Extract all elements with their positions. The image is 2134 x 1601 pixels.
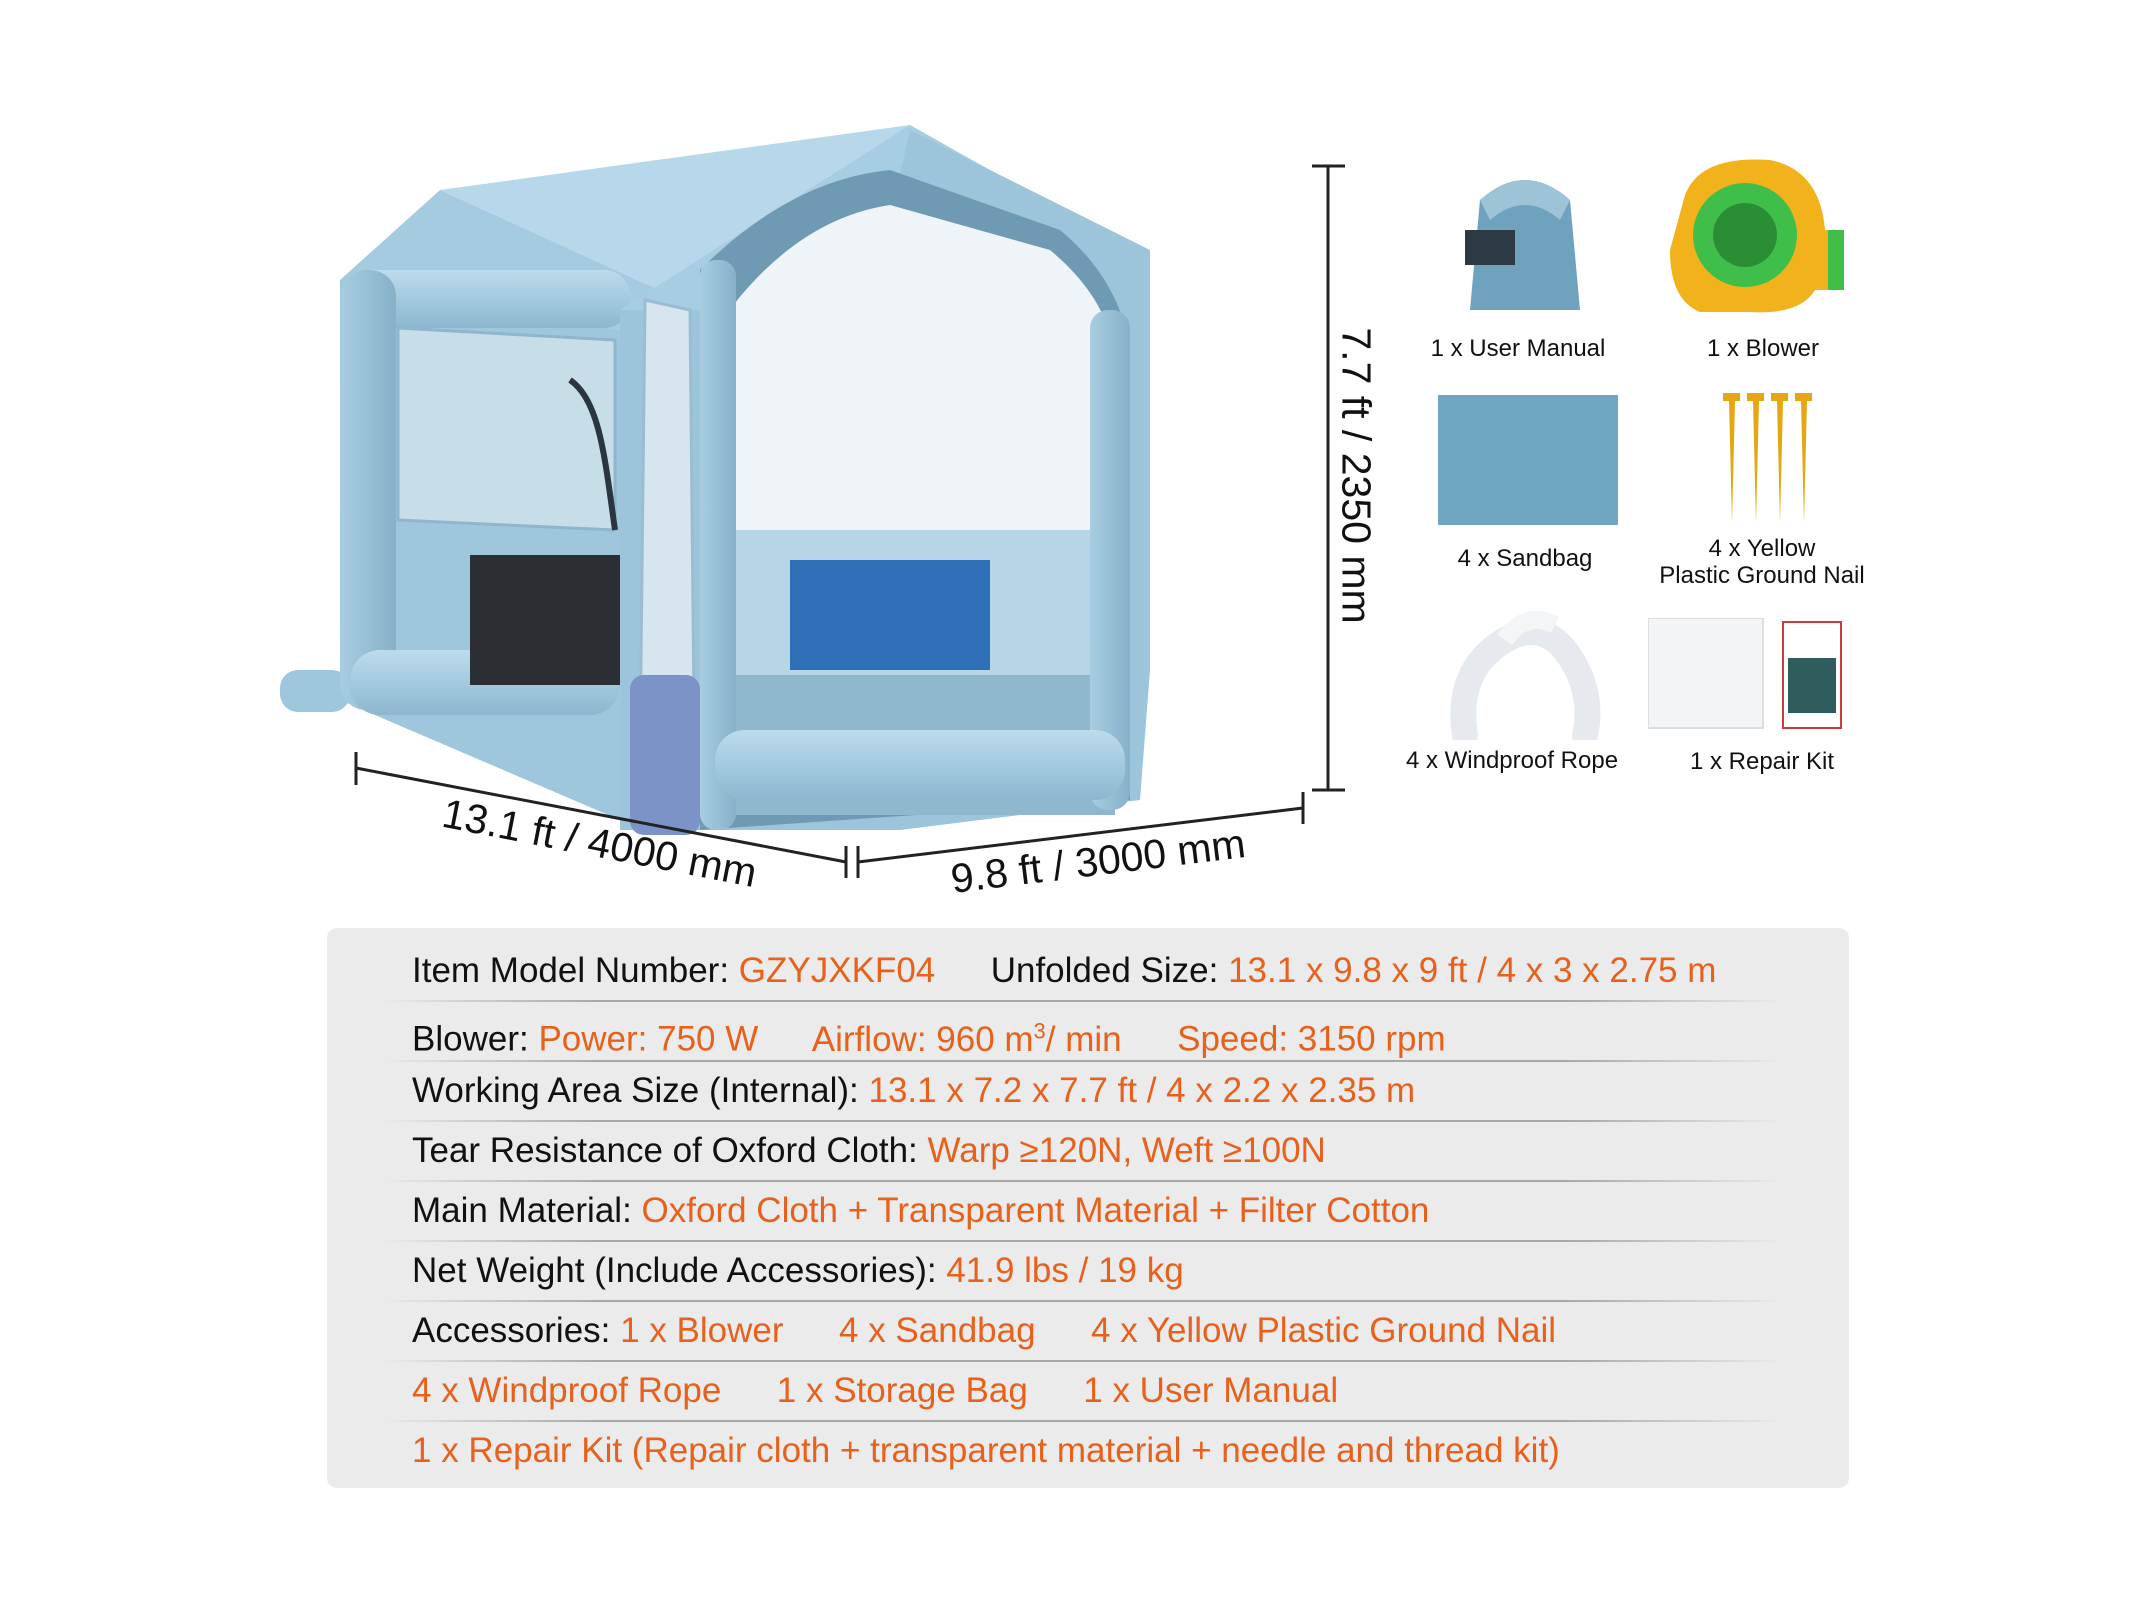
ground-nail-icon — [1723, 393, 1812, 523]
accessory-2: 4 x Sandbag — [839, 1311, 1036, 1350]
blower-key: Blower: — [412, 1019, 529, 1059]
storage-bag-icon — [1465, 180, 1580, 310]
material-key: Main Material: — [412, 1191, 632, 1230]
spec-panel: Item Model Number: GZYJXKF04 Unfolded Si… — [327, 928, 1849, 1488]
weight-value: 41.9 lbs / 19 kg — [946, 1251, 1184, 1290]
blower-speed: Speed: 3150 rpm — [1177, 1019, 1446, 1059]
working-area-value: 13.1 x 7.2 x 7.7 ft / 4 x 2.2 x 2.35 m — [868, 1071, 1416, 1110]
spec-row-weight: Net Weight (Include Accessories): 41.9 l… — [412, 1241, 1792, 1301]
accessory-4: 4 x Windproof Rope — [412, 1371, 722, 1410]
spec-row-model: Item Model Number: GZYJXKF04 Unfolded Si… — [412, 941, 1792, 1001]
air-hose — [280, 670, 350, 712]
side-window — [396, 326, 617, 532]
spec-row-accessories-2: 4 x Windproof Rope 1 x Storage Bag 1 x U… — [412, 1361, 1792, 1421]
accessory-1: 1 x Blower — [620, 1311, 784, 1350]
ground-nail-label-line1: 4 x Yellow — [1708, 535, 1816, 562]
accessory-3: 4 x Yellow Plastic Ground Nail — [1091, 1311, 1557, 1350]
accessory-label-repair-kit: 1 x Repair Kit — [1689, 748, 1835, 775]
spec-row-working-area: Working Area Size (Internal): 13.1 x 7.2… — [412, 1061, 1792, 1121]
tear-key: Tear Resistance of Oxford Cloth: — [412, 1131, 918, 1170]
sandbag — [630, 675, 700, 835]
unfolded-key: Unfolded Size: — [990, 951, 1219, 990]
repair-kit-icon — [1648, 618, 1842, 729]
spec-row-accessories: Accessories: 1 x Blower 4 x Sandbag 4 x … — [412, 1301, 1792, 1361]
blower-power: Power: 750 W — [538, 1019, 759, 1059]
material-value: Oxford Cloth + Transparent Material + Fi… — [641, 1191, 1430, 1230]
model-key: Item Model Number: — [412, 951, 730, 990]
accessories-key: Accessories: — [412, 1311, 611, 1350]
accessory-6: 1 x User Manual — [1083, 1371, 1339, 1410]
accessory-label-user-manual: 1 x User Manual — [1430, 335, 1606, 362]
rear-filter-panel — [790, 560, 990, 670]
accessory-5: 1 x Storage Bag — [776, 1371, 1028, 1410]
sandbag-icon — [1438, 395, 1618, 525]
accessory-7: 1 x Repair Kit (Repair cloth + transpare… — [412, 1431, 1560, 1470]
blower-airflow: Airflow: 960 m3/ min — [811, 1018, 1122, 1059]
spec-row-material: Main Material: Oxford Cloth + Transparen… — [412, 1181, 1792, 1241]
blower-icon — [1670, 159, 1844, 313]
paint-booth-image — [280, 125, 1150, 835]
height-dimension-label: 7.7 ft / 2350 mm — [1333, 327, 1380, 624]
accessory-label-ground-nail: 4 x Yellow Plastic Ground Nail — [1612, 535, 1912, 589]
model-value: GZYJXKF04 — [738, 951, 936, 990]
spec-row-blower: Blower: Power: 750 W Airflow: 960 m3/ mi… — [412, 1001, 1792, 1061]
accessory-label-sandbag: 4 x Sandbag — [1457, 545, 1593, 572]
accessory-label-blower: 1 x Blower — [1706, 335, 1820, 362]
weight-key: Net Weight (Include Accessories): — [412, 1251, 937, 1290]
ground-nail-label-line2: Plastic Ground Nail — [1659, 562, 1865, 589]
unfolded-value: 13.1 x 9.8 x 9 ft / 4 x 3 x 2.75 m — [1228, 951, 1717, 990]
tear-value: Warp ≥120N, Weft ≥100N — [927, 1131, 1326, 1170]
rope-icon — [1450, 611, 1601, 740]
spec-row-accessories-3: 1 x Repair Kit (Repair cloth + transpare… — [412, 1421, 1792, 1481]
working-area-key: Working Area Size (Internal): — [412, 1071, 859, 1110]
spec-row-tear-resistance: Tear Resistance of Oxford Cloth: Warp ≥1… — [412, 1121, 1792, 1181]
accessory-label-rope: 4 x Windproof Rope — [1405, 747, 1619, 774]
